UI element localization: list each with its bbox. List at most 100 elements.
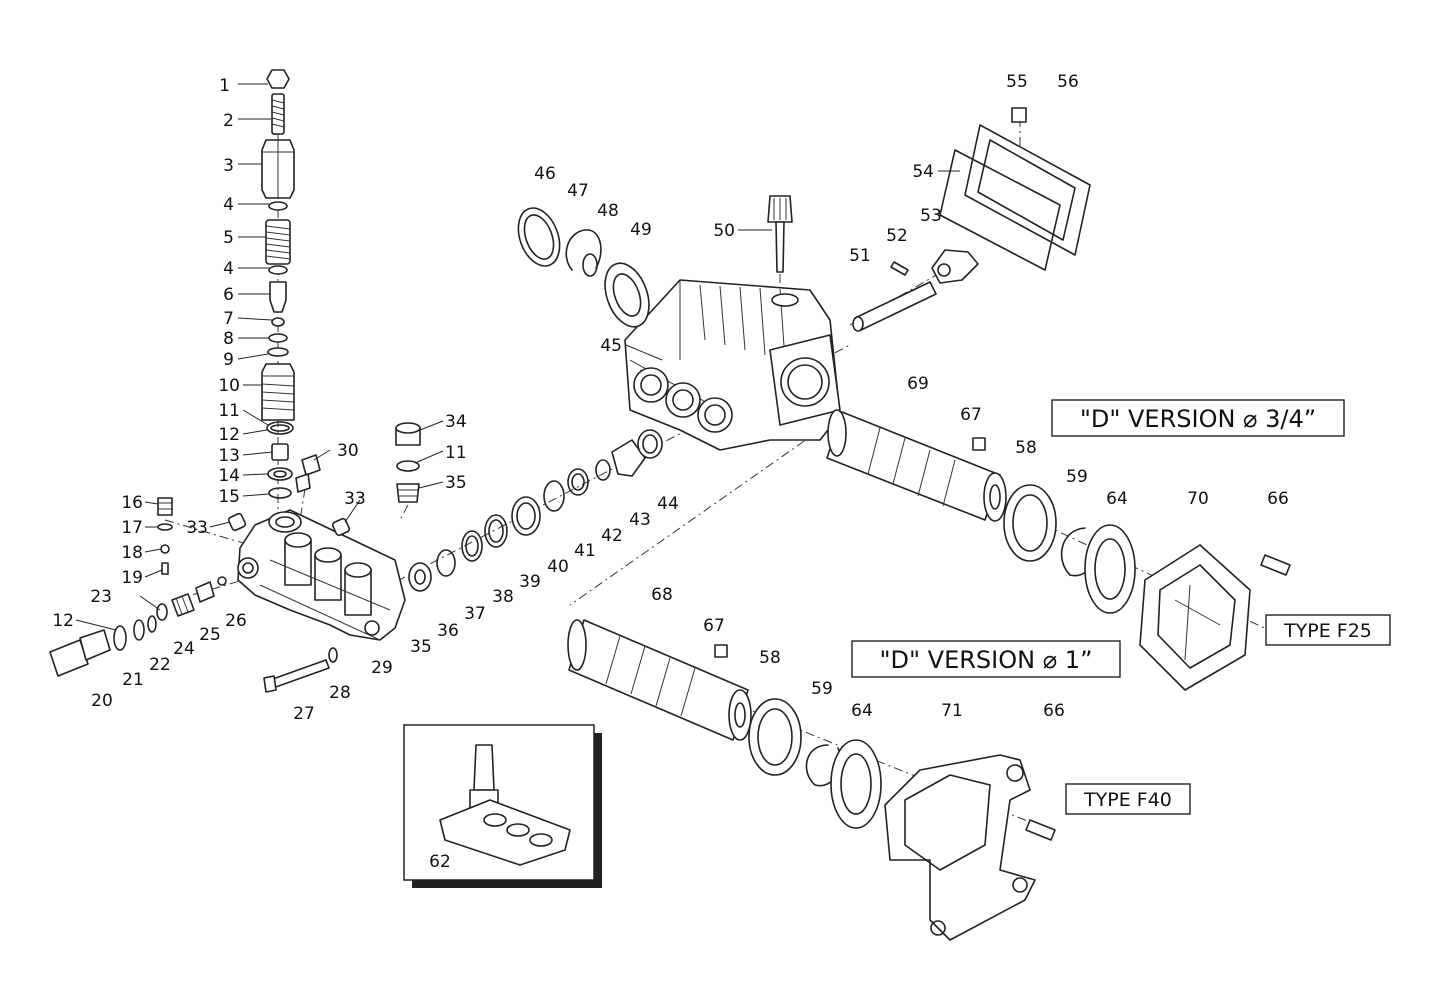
unloader-valve-stack [261,69,295,499]
flange-f25 [1139,544,1251,691]
callout-labels: 1 2 3 4 5 4 6 7 8 9 10 11 12 13 14 15 16… [52,72,1288,872]
callout-29: 29 [371,658,393,678]
callout-13: 13 [218,446,240,466]
callout-14: 14 [218,466,240,486]
callout-64b: 64 [851,701,873,721]
flange-f40 [884,754,1036,941]
callout-44: 44 [657,494,679,514]
callout-34: 34 [445,412,467,432]
bolt-66-upper [1260,554,1291,576]
callout-68: 68 [651,585,673,605]
bearing-set-upper [1003,484,1136,614]
callout-41: 41 [574,541,596,561]
type-f40-label: TYPE F40 [1065,783,1191,815]
callout-67b: 67 [703,616,725,636]
callout-35a: 35 [445,473,467,493]
callout-30: 30 [337,441,359,461]
callout-33b: 33 [344,489,366,509]
callout-58a: 58 [1015,438,1037,458]
callout-51: 51 [849,246,871,266]
callout-12a: 12 [218,425,240,445]
callout-62: 62 [429,852,451,872]
callout-48: 48 [597,201,619,221]
callout-36: 36 [437,621,459,641]
callout-27: 27 [293,704,315,724]
callout-4b: 4 [223,259,234,279]
dipstick [767,195,793,273]
callout-67a: 67 [960,405,982,425]
grub-screw-b [714,644,728,658]
callout-7: 7 [223,309,234,329]
callout-37: 37 [464,604,486,624]
callout-16: 16 [121,493,143,513]
bolt-66-lower [1025,819,1056,841]
callout-1: 1 [219,76,230,96]
callout-66a: 66 [1267,489,1289,509]
callout-11a: 11 [218,401,240,421]
callout-54: 54 [912,162,934,182]
callout-6: 6 [223,285,234,305]
crankcase [624,279,841,451]
callout-69: 69 [907,374,929,394]
callout-43: 43 [629,510,651,530]
version-label-1: "D" VERSION ⌀ 1” [851,640,1121,678]
callout-33a: 33 [186,518,208,538]
callout-24: 24 [173,639,195,659]
callout-45: 45 [600,336,622,356]
callout-20: 20 [91,691,113,711]
callout-19: 19 [121,568,143,588]
callout-42: 42 [601,526,623,546]
rear-cover-group [939,107,1091,271]
callout-12b: 12 [52,611,74,631]
callout-49: 49 [630,220,652,240]
callout-59b: 59 [811,679,833,699]
crankshaft-1 [567,619,752,741]
callout-11b: 11 [445,443,467,463]
callout-17: 17 [121,518,143,538]
version-1-text: "D" VERSION ⌀ 1” [879,646,1092,674]
callout-59a: 59 [1066,467,1088,487]
callout-9: 9 [223,350,234,370]
callout-25: 25 [199,625,221,645]
callout-4a: 4 [223,195,234,215]
callout-52: 52 [886,226,908,246]
type-f40-text: TYPE F40 [1083,789,1172,811]
callout-15: 15 [218,487,240,507]
version-label-3-4: "D" VERSION ⌀ 3/4” [1051,399,1345,437]
callout-39: 39 [519,572,541,592]
callout-21: 21 [122,670,144,690]
inset-head-assembly [403,724,602,888]
bearing-cover-group [517,207,650,328]
con-rod-pin-group [852,249,979,332]
callout-71: 71 [941,701,963,721]
crankshaft-3-4 [826,409,1007,522]
piston-seal-stack [408,429,663,592]
manifold-head [237,509,406,641]
callout-2: 2 [223,111,234,131]
version-3-4-text: "D" VERSION ⌀ 3/4” [1080,405,1316,433]
type-f25-text: TYPE F25 [1283,620,1372,642]
callout-58b: 58 [759,648,781,668]
bearing-set-lower [748,698,882,829]
manifold-side-parts [49,422,421,693]
callout-22: 22 [149,655,171,675]
callout-64a: 64 [1106,489,1128,509]
callout-50: 50 [713,221,735,241]
callout-47: 47 [567,181,589,201]
callout-5: 5 [223,228,234,248]
callout-10: 10 [218,376,240,396]
leader-lines [75,83,960,631]
callout-55: 55 [1006,72,1028,92]
callout-40: 40 [547,557,569,577]
callout-38: 38 [492,587,514,607]
callout-53: 53 [920,206,942,226]
callout-23: 23 [90,587,112,607]
callout-56: 56 [1057,72,1079,92]
callout-28: 28 [329,683,351,703]
callout-26: 26 [225,611,247,631]
callout-35b: 35 [410,637,432,657]
callout-66b: 66 [1043,701,1065,721]
type-f25-label: TYPE F25 [1265,614,1391,646]
grub-screw-a [972,437,986,451]
callout-18: 18 [121,543,143,563]
